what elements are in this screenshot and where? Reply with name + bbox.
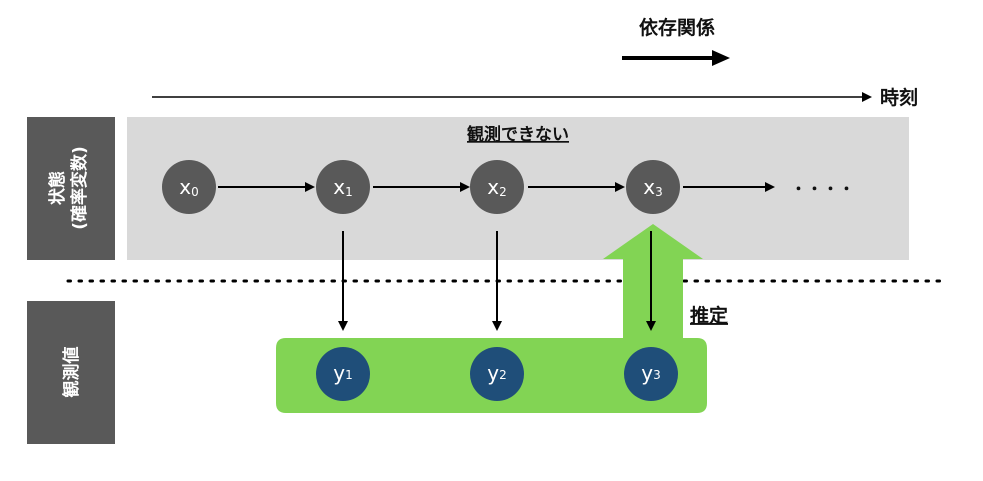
state-side-label: 状態 bbox=[47, 171, 68, 205]
estimate-highlight bbox=[276, 224, 707, 413]
observation-node-3-main: y bbox=[641, 361, 653, 385]
legend-label: 依存関係 bbox=[639, 16, 715, 39]
svg-text:x1: x1 bbox=[333, 175, 352, 199]
svg-text:x3: x3 bbox=[643, 175, 662, 199]
hidden-region-label: 観測できない bbox=[467, 124, 569, 145]
state-node-2-main: x bbox=[487, 175, 499, 199]
state-node-0-sub: 0 bbox=[191, 185, 199, 199]
svg-text:x0: x0 bbox=[179, 175, 198, 199]
observation-node-2-main: y bbox=[487, 361, 499, 385]
state-side-sublabel: (確率変数) bbox=[69, 146, 90, 230]
state-side-box bbox=[27, 117, 115, 260]
state-node-1-sub: 1 bbox=[345, 185, 353, 199]
observation-node-1-sub: 1 bbox=[345, 368, 353, 382]
svg-text:y1: y1 bbox=[333, 361, 352, 385]
observation-arrows bbox=[338, 231, 656, 331]
time-axis-label: 時刻 bbox=[880, 86, 918, 109]
observation-node-2-sub: 2 bbox=[499, 368, 507, 382]
estimate-label: 推定 bbox=[690, 304, 728, 327]
state-node-1-main: x bbox=[333, 175, 345, 199]
observation-side-box bbox=[27, 301, 115, 444]
state-node-3-sub: 3 bbox=[655, 185, 663, 199]
svg-text:x2: x2 bbox=[487, 175, 506, 199]
observation-node-1: y1 bbox=[316, 347, 370, 401]
observation-side-label: 観測値 bbox=[61, 347, 82, 398]
legend-arrowhead bbox=[712, 50, 730, 66]
observation-node-1-main: y bbox=[333, 361, 345, 385]
state-node-2: x2 bbox=[470, 160, 524, 214]
state-node-0-main: x bbox=[179, 175, 191, 199]
state-node-3: x3 bbox=[626, 160, 680, 214]
observation-node-2: y2 bbox=[470, 347, 524, 401]
observation-node-3-sub: 3 bbox=[653, 368, 661, 382]
observation-node-3: y3 bbox=[624, 347, 678, 401]
state-node-0: x0 bbox=[162, 160, 216, 214]
svg-text:y3: y3 bbox=[641, 361, 660, 385]
state-node-1: x1 bbox=[316, 160, 370, 214]
state-node-2-sub: 2 bbox=[499, 185, 507, 199]
state-node-3-main: x bbox=[643, 175, 655, 199]
svg-text:y2: y2 bbox=[487, 361, 506, 385]
continuation-dots: ・・・・ bbox=[791, 180, 855, 198]
